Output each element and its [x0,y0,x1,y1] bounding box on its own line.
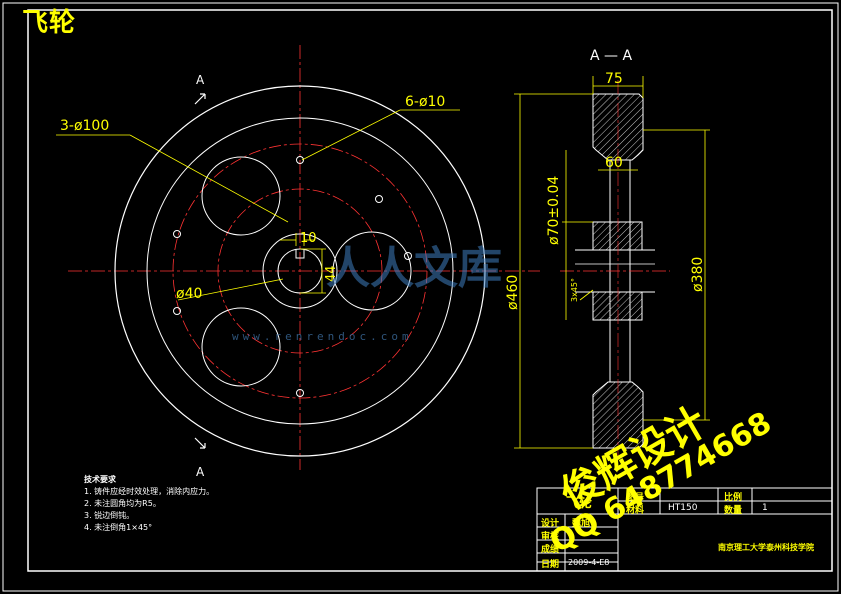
dim-d40-label: ø40 [176,286,202,302]
front-view: A A [68,45,540,479]
small-hole-4 [173,307,181,315]
tb-designer-label: 设计 [541,519,560,529]
tb-part-name: 飞轮 [566,496,593,511]
section-dimensions [514,76,710,449]
dim-d380-label: ø380 [690,257,706,292]
tb-quantity-value: 1 [762,503,768,513]
leader-6x10 [301,109,401,161]
dim-75-label: 75 [605,71,623,87]
leader-d40 [177,278,284,301]
section-mark-bottom-arrow [194,437,206,449]
inner-frame [27,9,833,572]
url-watermark: www.renrendoc.com [232,330,413,343]
section-mark-top-arrow [194,93,206,105]
section-title: A — A [590,48,632,64]
leader-3x100 [129,134,289,223]
rim-outer-circle [114,85,486,457]
tb-date-label: 日期 [541,560,560,570]
section-mark-bottom: A [196,465,205,479]
dim-3x45-label: 3x45° [570,278,579,302]
small-hole-2 [375,195,383,203]
tb-quantity-label: 数量 [724,506,743,516]
drawing-title: 飞轮 [22,8,77,38]
leader-3x45 [579,289,594,301]
site-watermark: 人人文库 [326,243,502,294]
title-block [536,487,833,572]
title-block-frame [536,487,833,572]
holes-small-label: 6-ø10 [405,94,445,110]
dim-60-label: 60 [605,155,623,171]
tech-req-item-2: 2. 未注圆角均为R5。 [84,499,161,508]
rim-inner-circle [146,117,454,425]
tech-req-item-4: 4. 未注倒角1×45° [84,523,153,532]
front-view-dimensions [56,109,460,301]
dim-d70-label: ø70±0.04 [546,176,562,245]
tech-req-item-3: 3. 锐边倒钝。 [84,511,135,520]
large-holes-pitch-circle [217,188,383,354]
large-hole-1 [201,156,281,236]
dim-d460-label: ø460 [505,275,521,310]
section-dim-text: A — A 75 60 ø460 ø70±0.04 ø380 3x45° [505,48,706,310]
small-hole-5 [296,389,304,397]
tb-grade-label: 成绩 [541,545,560,555]
hub-bottom-section [592,291,643,321]
tech-req-item-1: 1. 铸件应经时效处理，消除内应力。 [84,487,215,496]
tb-date-value: 2009-4-E8 [568,558,610,567]
keyway [295,249,305,259]
tb-checker-label: 审核 [541,532,560,542]
small-hole-6 [173,230,181,238]
dim-10-label: 10 [300,231,317,246]
small-hole-3 [404,252,412,260]
tb-material-label: 材料 [626,506,645,516]
tech-req-heading: 技术要求 [84,475,116,484]
section-mark-top: A [196,73,205,87]
tb-scale-label: 比例 [724,493,743,503]
small-hole-1 [296,156,304,164]
tb-school: 南京理工大学泰州科技学院 [718,543,814,552]
holes-large-label: 3-ø100 [60,118,109,134]
large-hole-2 [332,231,412,311]
front-view-dim-text: 3-ø100 6-ø10 10 ø40 44 [60,94,445,302]
large-hole-3 [201,307,281,387]
tb-drawing-no-label: 图号 [626,493,645,503]
dim-44-label: 44 [324,265,339,282]
tb-designer-value: 魏旭 [572,519,591,529]
small-holes-pitch-circle [172,143,428,399]
hub-top-section [592,221,643,251]
section-view [560,80,670,460]
hub-circle [262,233,338,309]
technical-requirements: 技术要求 1. 铸件应经时效处理，消除内应力。 2. 未注圆角均为R5。 3. … [84,474,214,534]
tb-material-value: HT150 [668,503,698,513]
